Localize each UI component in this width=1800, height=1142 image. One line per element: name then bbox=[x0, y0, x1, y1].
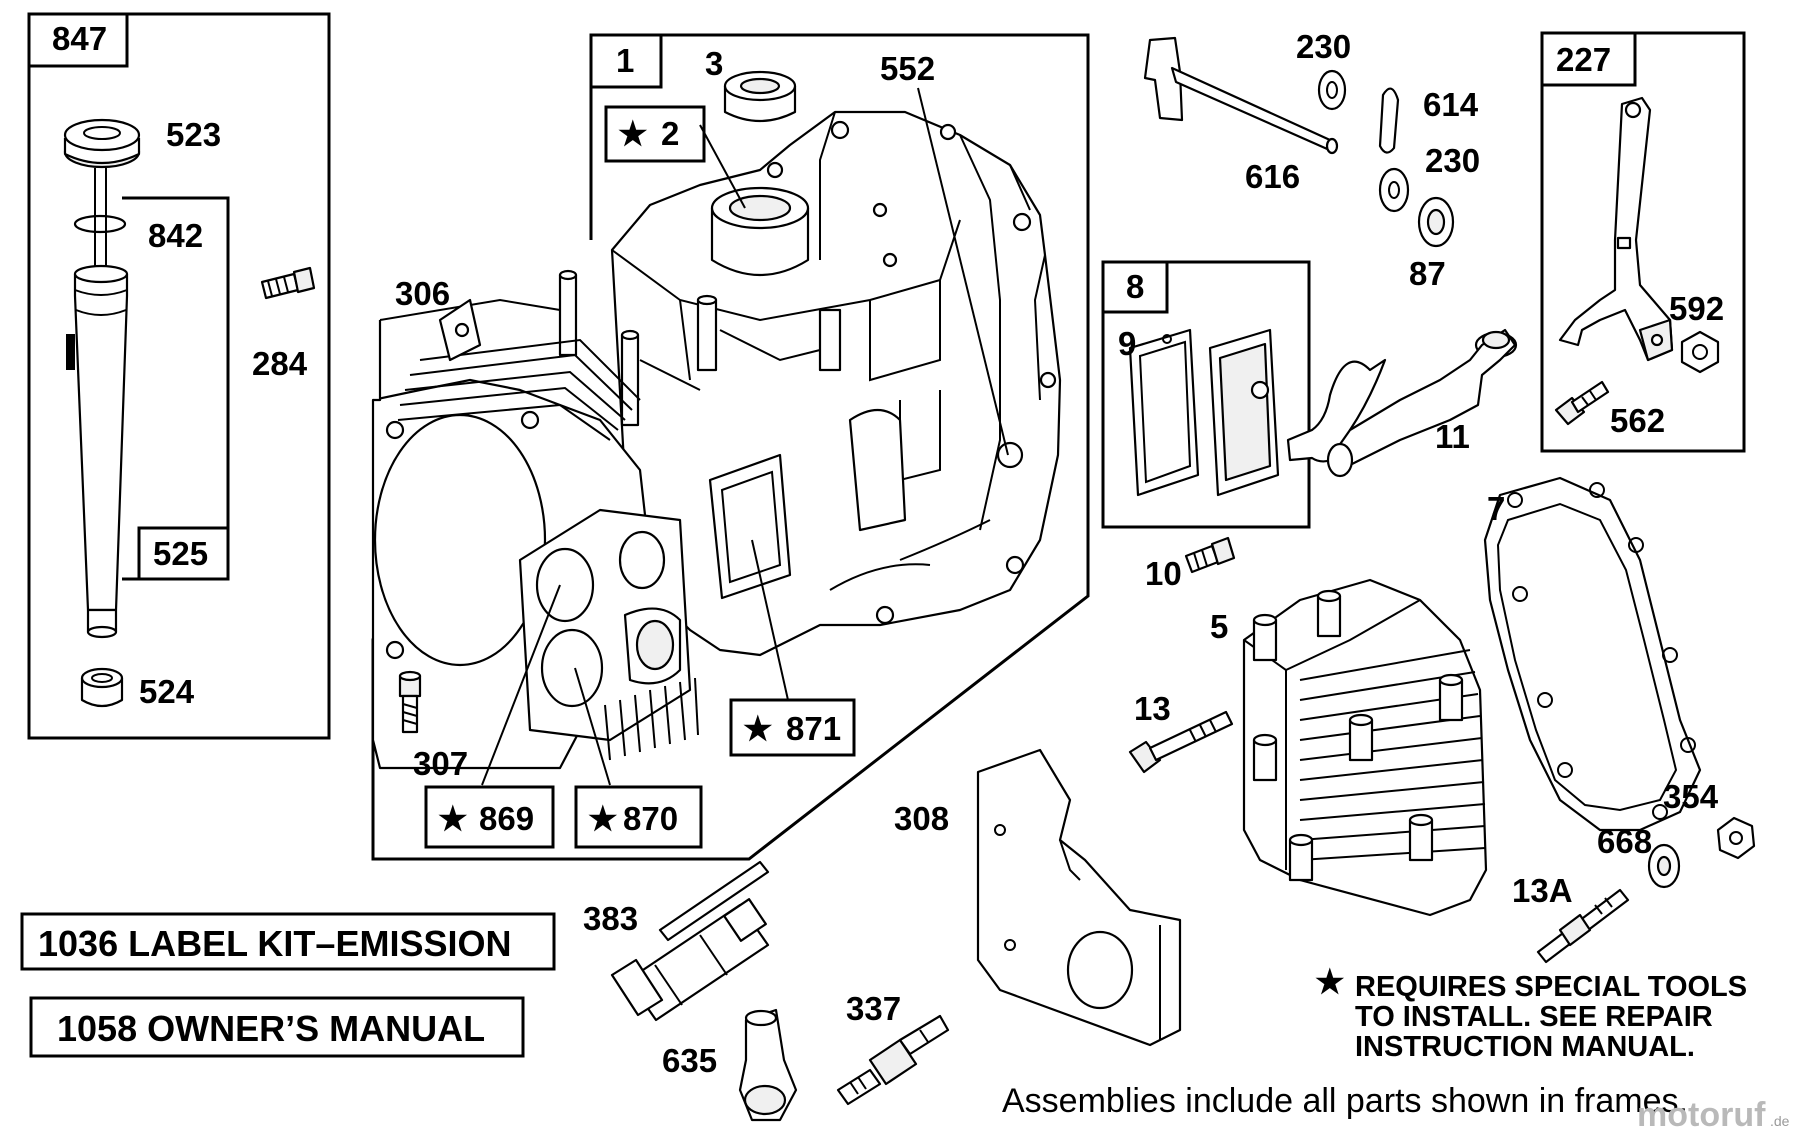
spark-plug-wrench bbox=[610, 860, 770, 1022]
seal-87 bbox=[1417, 196, 1455, 248]
callout-11: 11 bbox=[1435, 418, 1470, 455]
callout-13: 13 bbox=[1134, 690, 1171, 727]
note-line-1: REQUIRES SPECIAL TOOLS bbox=[1355, 971, 1747, 1003]
washer-230-top bbox=[1317, 69, 1347, 111]
cylinder-head bbox=[1242, 578, 1488, 917]
callout-562: 562 bbox=[1610, 402, 1665, 439]
star-callout-2: ★ 2 bbox=[604, 105, 706, 163]
callout-614: 614 bbox=[1423, 86, 1479, 123]
svg-text:.de: .de bbox=[1770, 1113, 1790, 1129]
callout-87: 87 bbox=[1409, 255, 1446, 292]
stud-13a bbox=[1536, 888, 1630, 964]
frame-847: 847 bbox=[27, 12, 331, 740]
callout-10: 10 bbox=[1145, 555, 1182, 592]
owners-manual-text: 1058 OWNER’S MANUAL bbox=[57, 1008, 485, 1049]
breather-gasket bbox=[1128, 328, 1200, 497]
screw-307 bbox=[398, 670, 422, 734]
washer-230-bottom bbox=[1378, 167, 1410, 213]
svg-text:★: ★ bbox=[438, 800, 468, 837]
governor-shaft bbox=[1143, 36, 1339, 155]
frame-525: 525 bbox=[122, 196, 230, 581]
callout-354: 354 bbox=[1663, 778, 1719, 815]
watermark: motoruf .de bbox=[1637, 1096, 1790, 1134]
callout-523: 523 bbox=[166, 116, 221, 153]
hairpin-clip bbox=[1378, 87, 1400, 154]
grommet bbox=[80, 667, 124, 708]
callout-592: 592 bbox=[1669, 290, 1724, 327]
label-kit-text: 1036 LABEL KIT–EMISSION bbox=[38, 923, 511, 964]
frame-1-label: 1 bbox=[616, 42, 634, 79]
bolt-13 bbox=[1128, 710, 1234, 774]
callout-383: 383 bbox=[583, 900, 638, 937]
special-tools-note: ★ REQUIRES SPECIAL TOOLS TO INSTALL. SEE… bbox=[1315, 963, 1747, 1063]
washer-668 bbox=[1647, 843, 1681, 889]
callout-524: 524 bbox=[139, 673, 195, 710]
governor-lever bbox=[1558, 96, 1674, 362]
callout-635: 635 bbox=[662, 1042, 717, 1079]
footer-note: Assemblies include all parts shown in fr… bbox=[1002, 1082, 1688, 1120]
dipstick-tube bbox=[66, 264, 129, 639]
frame-525-label: 525 bbox=[153, 535, 208, 572]
frame-227: 227 bbox=[1540, 31, 1746, 453]
callout-3: 3 bbox=[705, 45, 723, 82]
frame-847-label: 847 bbox=[52, 20, 107, 57]
svg-text:★: ★ bbox=[588, 800, 618, 837]
callout-9: 9 bbox=[1118, 325, 1136, 362]
screw-10 bbox=[1184, 536, 1236, 574]
star-callout-871: ★ 871 bbox=[729, 698, 856, 757]
callout-616: 616 bbox=[1245, 158, 1300, 195]
svg-text:870: 870 bbox=[623, 800, 678, 837]
breather-cover bbox=[1208, 328, 1280, 497]
star-callout-869: ★ 869 bbox=[424, 785, 555, 849]
svg-text:2: 2 bbox=[661, 115, 679, 152]
callout-668: 668 bbox=[1597, 823, 1652, 860]
callout-230-bottom: 230 bbox=[1425, 142, 1480, 179]
callout-230-top: 230 bbox=[1296, 28, 1351, 65]
svg-text:★: ★ bbox=[743, 710, 773, 747]
svg-text:★: ★ bbox=[618, 115, 648, 152]
oil-seal bbox=[723, 70, 797, 122]
cylinder-shield bbox=[976, 748, 1182, 1047]
svg-text:★: ★ bbox=[1315, 963, 1345, 1000]
screw-284 bbox=[260, 266, 316, 300]
callout-552: 552 bbox=[880, 50, 935, 87]
nut-354 bbox=[1716, 816, 1756, 860]
crankcase-block bbox=[371, 110, 1062, 770]
callout-842: 842 bbox=[148, 217, 203, 254]
owners-manual-box: 1058 OWNER’S MANUAL bbox=[29, 996, 525, 1058]
dipstick-cap bbox=[63, 118, 141, 169]
svg-text:869: 869 bbox=[479, 800, 534, 837]
breather-tube bbox=[1286, 328, 1518, 478]
screw-562 bbox=[1554, 380, 1610, 426]
frame-8-label: 8 bbox=[1126, 268, 1144, 305]
callout-5: 5 bbox=[1210, 608, 1228, 645]
callout-13a: 13A bbox=[1512, 872, 1573, 909]
svg-text:871: 871 bbox=[786, 710, 841, 747]
callout-308: 308 bbox=[894, 800, 949, 837]
frame-227-label: 227 bbox=[1556, 41, 1611, 78]
label-kit-box: 1036 LABEL KIT–EMISSION bbox=[20, 912, 556, 971]
callout-337: 337 bbox=[846, 990, 901, 1027]
callout-7: 7 bbox=[1487, 490, 1505, 527]
spark-plug-boot bbox=[738, 1008, 798, 1122]
spark-plug bbox=[836, 1014, 950, 1106]
svg-text:motoruf: motoruf bbox=[1637, 1096, 1766, 1134]
note-line-3: INSTRUCTION MANUAL. bbox=[1355, 1031, 1695, 1063]
nut-592 bbox=[1680, 330, 1720, 374]
frame-8: 8 bbox=[1101, 260, 1311, 529]
head-gasket bbox=[1483, 476, 1702, 832]
callout-306: 306 bbox=[395, 275, 450, 312]
o-ring bbox=[73, 214, 127, 234]
star-callout-870: ★ 870 bbox=[574, 785, 703, 849]
callout-307: 307 bbox=[413, 745, 468, 782]
note-line-2: TO INSTALL. SEE REPAIR bbox=[1355, 1001, 1713, 1033]
callout-284: 284 bbox=[252, 345, 308, 382]
